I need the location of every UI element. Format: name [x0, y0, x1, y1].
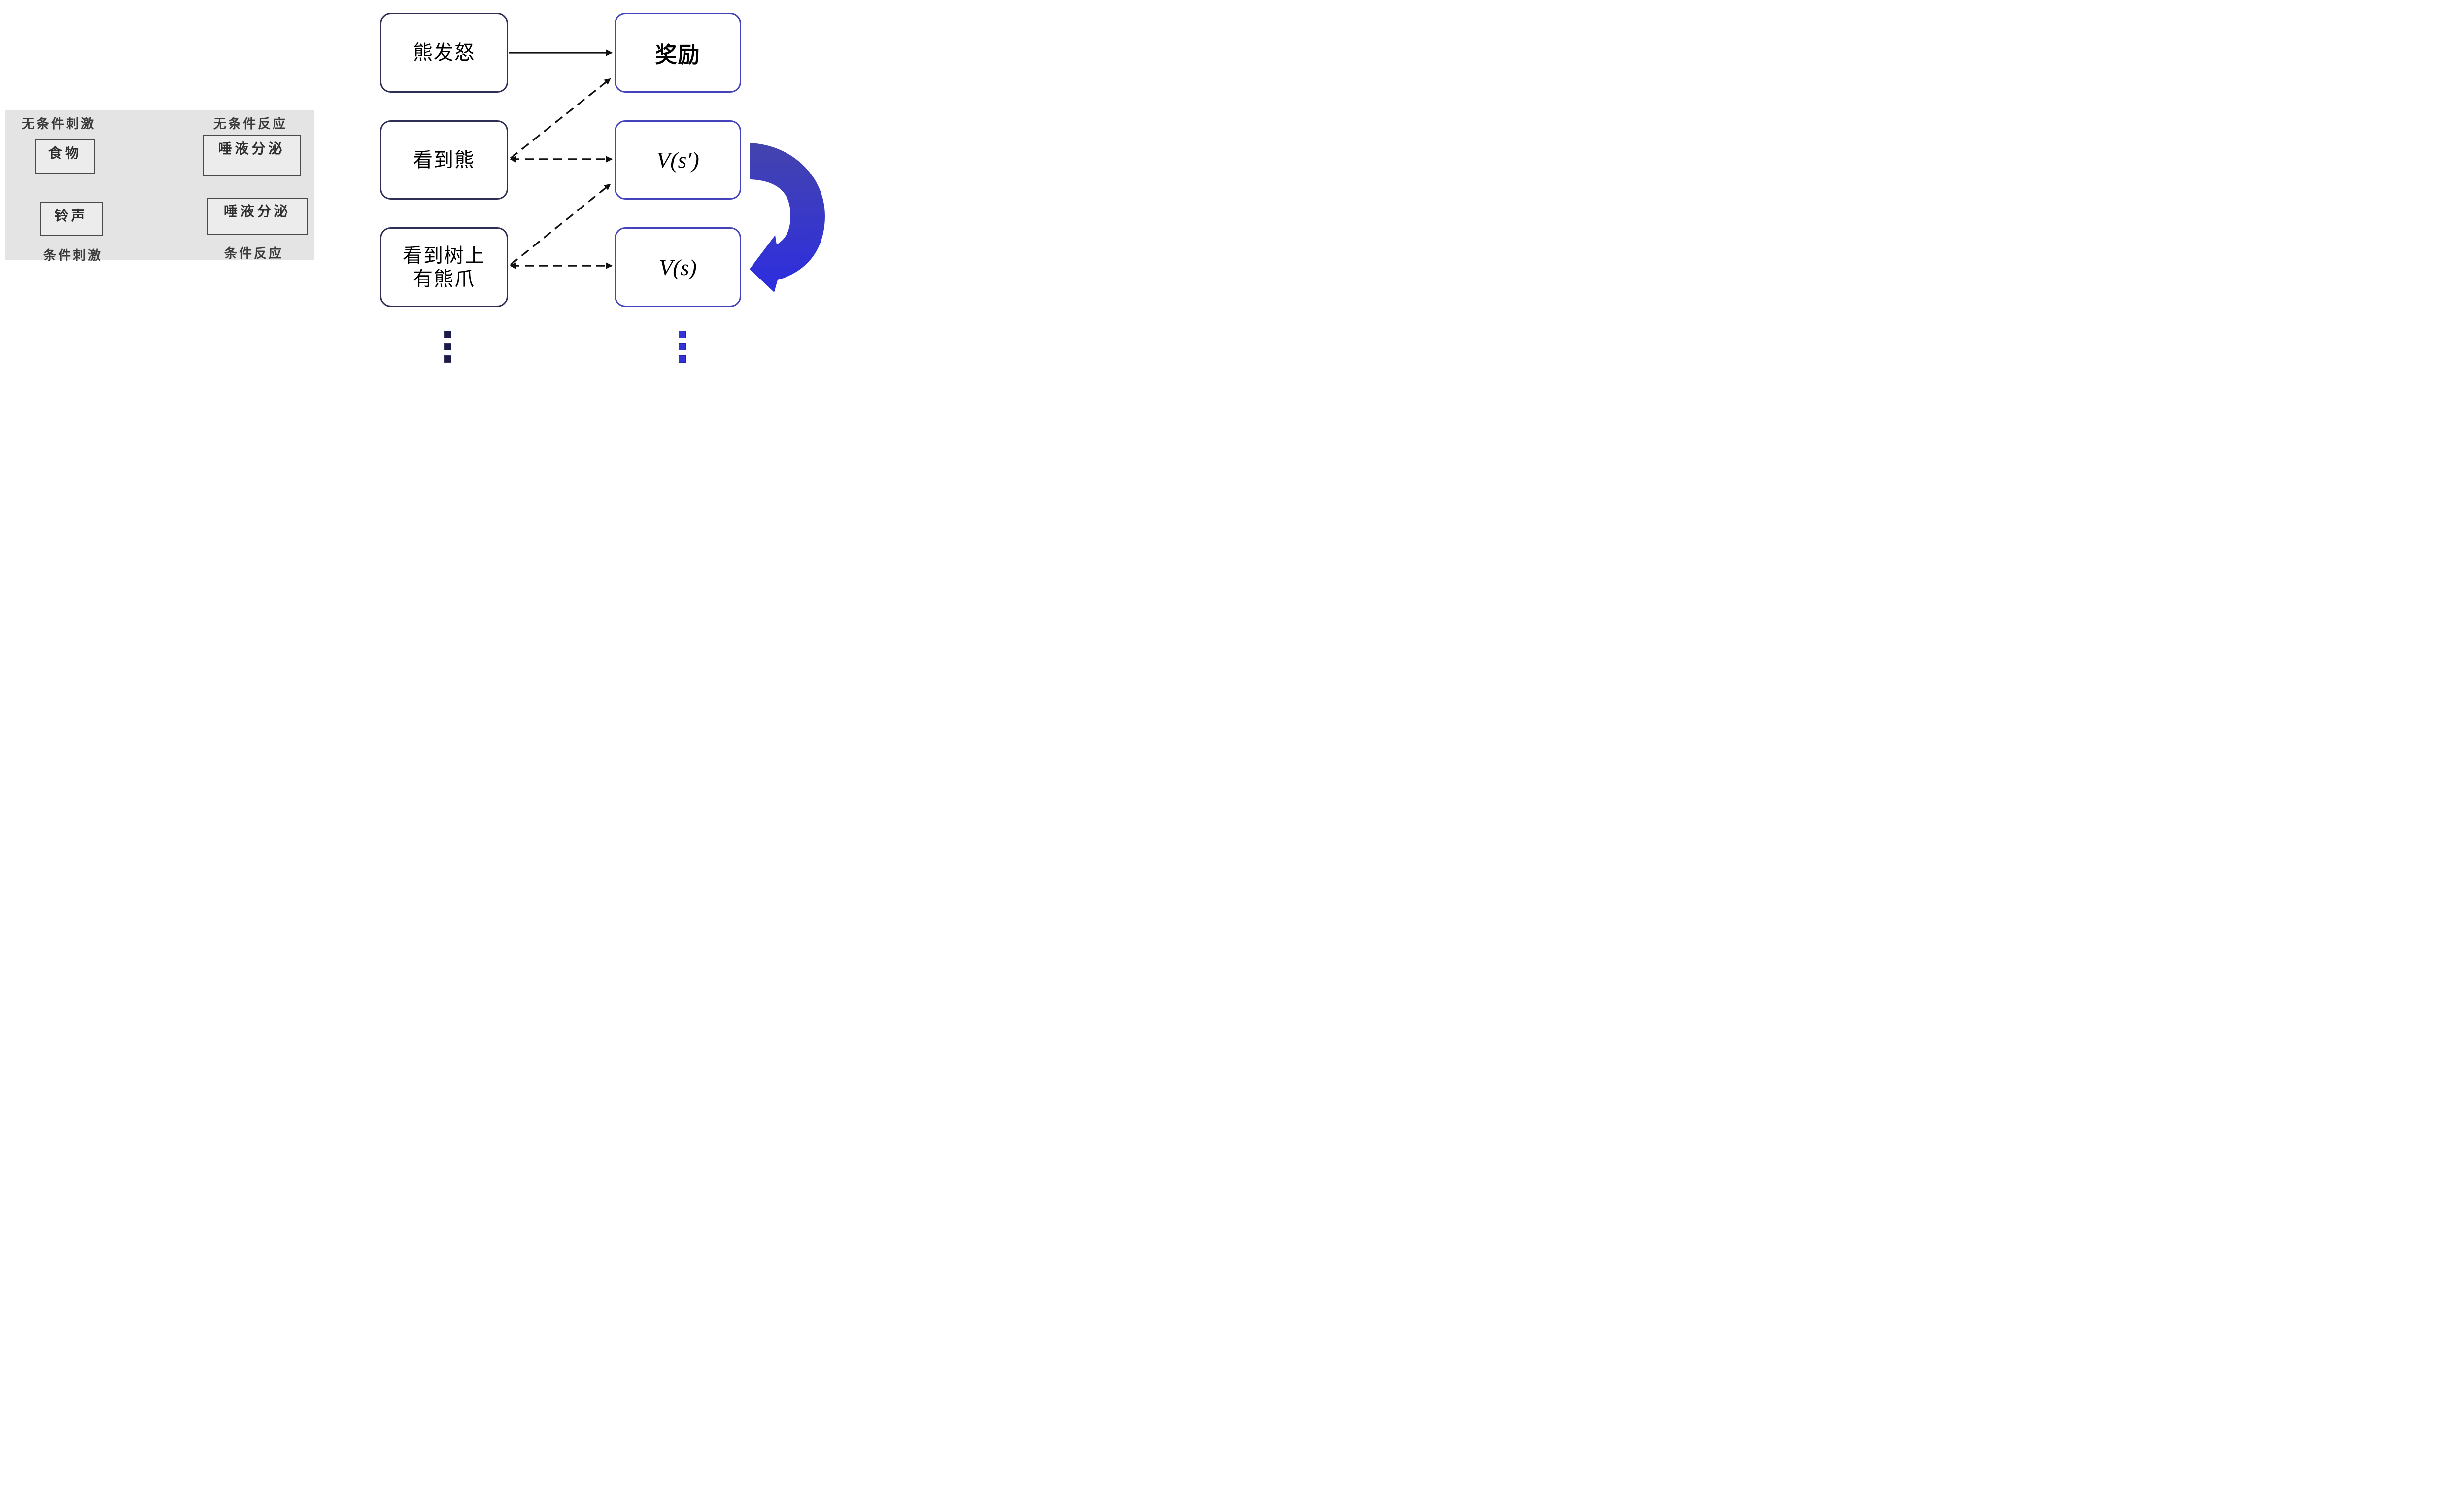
box-salivation-top: 唾液分泌	[203, 135, 301, 176]
box-food-label: 食物	[48, 145, 82, 161]
label-conditioned-stimulus: 条件刺激	[43, 248, 103, 263]
ellipsis-dot-right-icon	[679, 331, 686, 338]
box-salivation-bottom: 唾液分泌	[207, 198, 308, 235]
box-see-bear-claws-line1: 看到树上	[403, 244, 485, 267]
box-reward-label: 奖励	[655, 43, 701, 67]
label-conditioned-response: 条件反应	[224, 246, 284, 261]
box-bell: 铃声	[40, 202, 103, 236]
box-bear-rage: 熊发怒	[380, 13, 508, 93]
box-salivation-top-label: 唾液分泌	[218, 141, 285, 156]
box-food: 食物	[35, 139, 95, 174]
box-value-current-state: V(s)	[615, 227, 741, 307]
box-see-bear: 看到熊	[380, 120, 508, 200]
connector-layer	[95, 49, 825, 292]
box-reward: 奖励	[615, 13, 741, 93]
ellipsis-dot-left-icon	[444, 343, 451, 350]
box-see-bear-claws: 看到树上 有熊爪	[380, 227, 508, 307]
slide-canvas: 无条件刺激 无条件反应 条件刺激 条件反应 食物 铃声 唾液分泌 唾液分泌 熊发…	[0, 0, 827, 375]
arrow-seeclaw-to-vnext-dashed	[510, 183, 611, 266]
label-unconditioned-response: 无条件反应	[213, 116, 288, 131]
box-value-next-state: V(s′)	[615, 120, 741, 200]
label-unconditioned-stimulus: 无条件刺激	[22, 116, 96, 131]
arrow-seebear-to-reward-dashed	[510, 78, 611, 159]
box-value-next-state-label: V(s′)	[656, 147, 699, 173]
loop-arrow-icon	[750, 143, 825, 292]
ellipsis-dot-left-icon	[444, 331, 451, 338]
classical-conditioning-panel	[5, 110, 314, 260]
box-see-bear-label: 看到熊	[413, 148, 475, 171]
ellipsis-dot-right-icon	[679, 355, 686, 363]
box-see-bear-claws-line2: 有熊爪	[413, 268, 475, 290]
box-salivation-bottom-label: 唾液分泌	[223, 204, 291, 219]
box-bear-rage-label: 熊发怒	[413, 41, 475, 64]
ellipsis-dot-right-icon	[679, 343, 686, 350]
ellipsis-dot-left-icon	[444, 355, 451, 363]
box-bell-label: 铃声	[54, 208, 88, 223]
box-value-current-state-label: V(s)	[659, 254, 697, 280]
